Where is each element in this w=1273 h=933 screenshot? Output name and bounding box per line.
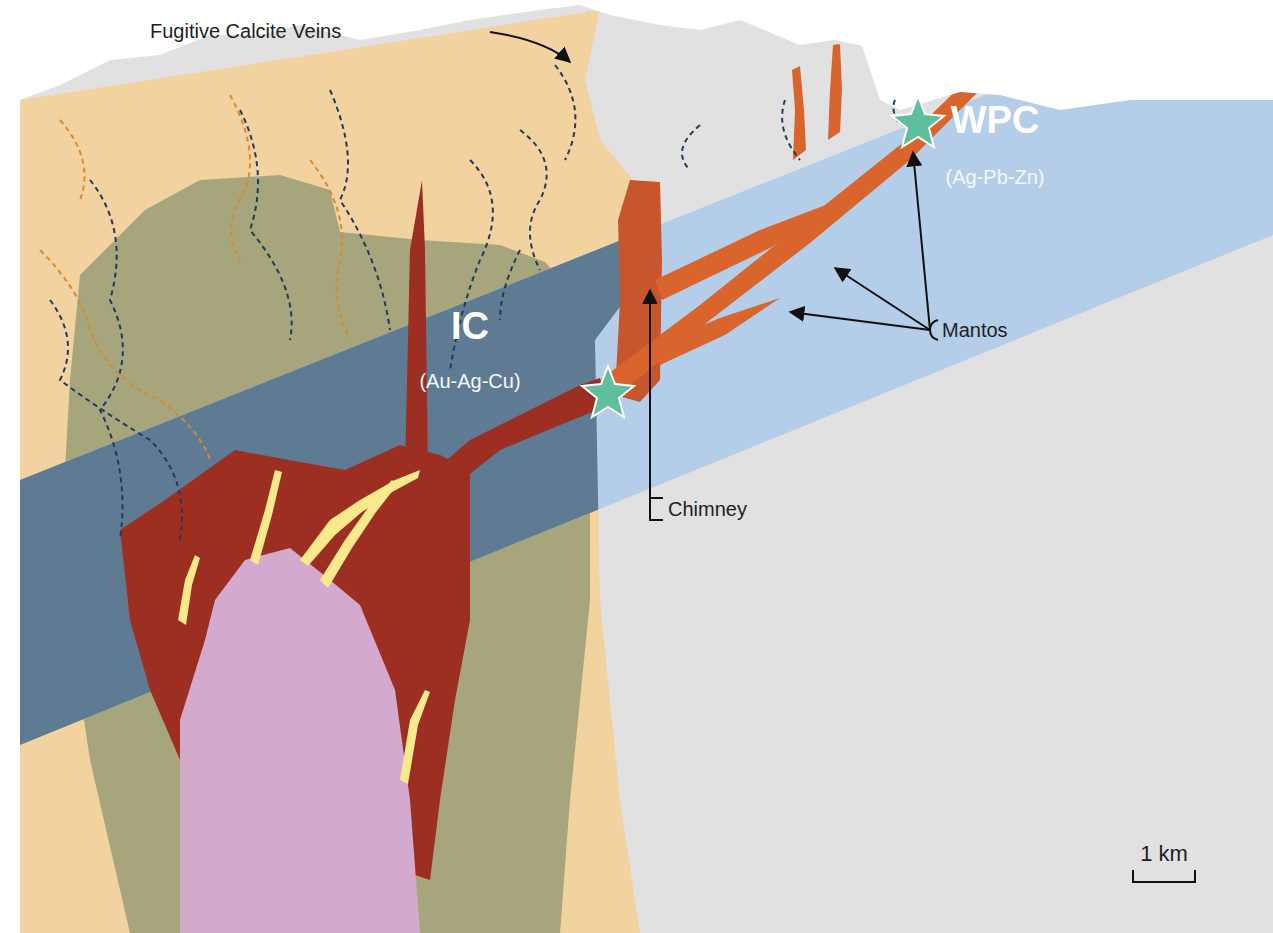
manto (655, 298, 780, 365)
deposit-name: IC (451, 306, 489, 348)
deposit-metals: (Ag-Pb-Zn) (946, 166, 1045, 188)
scale-label: 1 km (1140, 842, 1188, 866)
feeder (400, 378, 610, 500)
deposit-metals: (Au-Ag-Cu) (419, 370, 520, 392)
callout-label: Mantos (942, 319, 1008, 341)
veins (178, 470, 430, 784)
calcite-veins (40, 65, 900, 540)
manto (655, 192, 860, 300)
vein (792, 66, 806, 160)
vein (828, 44, 842, 140)
deposit-star (582, 96, 944, 417)
leader-lines (490, 32, 1195, 882)
intrusion (180, 548, 420, 933)
deposit-name: WPC (951, 100, 1040, 142)
dike (405, 180, 428, 470)
callout-label: Fugitive Calcite Veins (150, 20, 341, 42)
callout-label: Chimney (668, 498, 747, 520)
